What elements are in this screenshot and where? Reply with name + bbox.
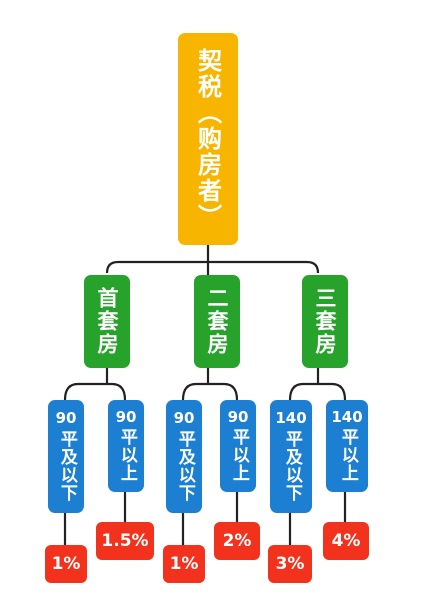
condition-area-text: 平及以下 [56,429,77,502]
condition-area-text: 平及以下 [174,429,195,502]
rate-node: 3% [268,545,312,583]
condition-area-value: 90 [55,409,77,428]
condition-area-value: 90 [227,407,249,426]
rate-node: 2% [214,522,260,560]
condition-area-text: 平以上 [337,428,358,483]
condition-area-value: 140 [331,407,363,426]
condition-node: 90 平以上 [108,400,144,492]
rate-node: 1% [163,545,205,583]
category-node-third-home: 三套房 [302,275,348,368]
category-node-first-home: 首套房 [84,275,130,368]
category-node-second-home: 二套房 [194,275,240,368]
rate-value: 3% [275,554,305,574]
root-label: 契税（购房者） [193,48,222,230]
rate-value: 1.5% [101,531,149,551]
rate-node: 1.5% [96,522,154,560]
condition-area-value: 90 [173,409,195,428]
condition-area-text: 平以上 [116,428,137,483]
condition-area-value: 140 [275,409,307,428]
condition-area-value: 90 [115,407,137,426]
condition-area-text: 平及以下 [281,429,302,502]
connector-cat1-bus [63,382,127,401]
connector-cat2-bus [181,382,239,401]
category-label: 三套房 [313,287,337,356]
category-label: 二套房 [205,287,229,356]
rate-node: 1% [45,545,87,583]
condition-node: 140 平以上 [326,400,368,492]
rate-value: 1% [51,554,81,574]
connector-cat3-bus [288,382,347,401]
rate-value: 2% [222,531,252,551]
condition-node: 90 平及以下 [48,400,84,513]
connector-bus-categories [105,260,320,274]
condition-node: 90 平以上 [220,400,256,492]
condition-node: 90 平及以下 [166,400,202,513]
rate-node: 4% [323,522,369,560]
rate-value: 4% [331,531,361,551]
condition-area-text: 平以上 [228,428,249,483]
root-node: 契税（购房者） [178,33,238,245]
category-label: 首套房 [95,287,119,356]
condition-node: 140 平及以下 [270,400,312,513]
rate-value: 1% [169,554,199,574]
